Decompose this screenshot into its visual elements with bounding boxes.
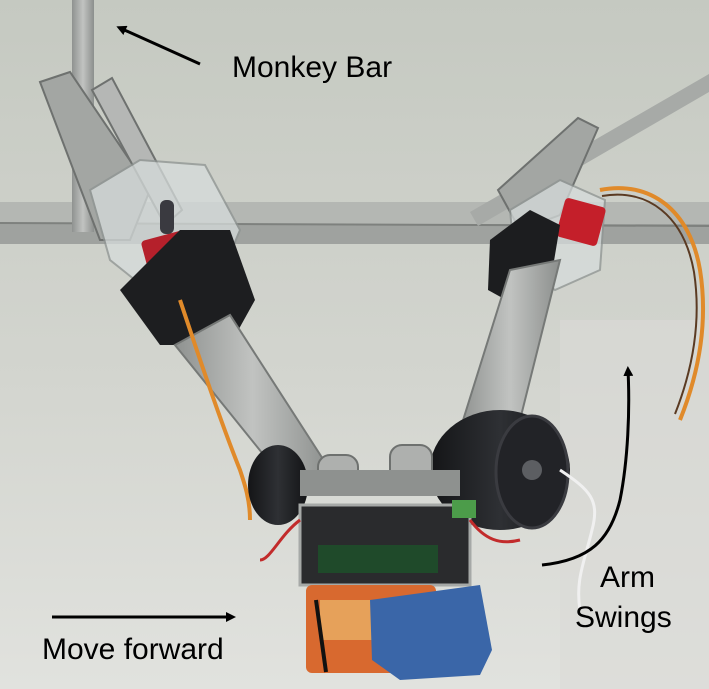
- battery-label: [320, 600, 380, 640]
- monkey-bar-label: Monkey Bar: [232, 51, 393, 84]
- orange-wire-left: [178, 299, 252, 521]
- left-servo-horn: [160, 200, 174, 234]
- white-wire: [559, 468, 597, 611]
- left-arm-hub: [120, 230, 255, 345]
- blue-tape: [370, 585, 492, 680]
- green-sticker: [452, 500, 476, 518]
- left-motor: [248, 445, 308, 525]
- arm-label: Arm: [600, 561, 655, 594]
- circuit-board: [318, 545, 438, 573]
- right-motor-shaft: [522, 460, 542, 480]
- arm-swings-arrow: [541, 366, 634, 567]
- center-axle: [300, 470, 460, 496]
- move-forward-label: Move forward: [42, 633, 224, 666]
- battery-strap: [314, 599, 328, 673]
- swings-label: Swings: [575, 601, 672, 634]
- orange-wire-right: [599, 186, 706, 421]
- right-servo: [556, 198, 606, 246]
- orange-wire-right-dark: [601, 193, 698, 415]
- red-wire-bundle: [259, 518, 521, 562]
- monkey-bar-arrow: [116, 25, 201, 66]
- wall-band: [560, 320, 709, 689]
